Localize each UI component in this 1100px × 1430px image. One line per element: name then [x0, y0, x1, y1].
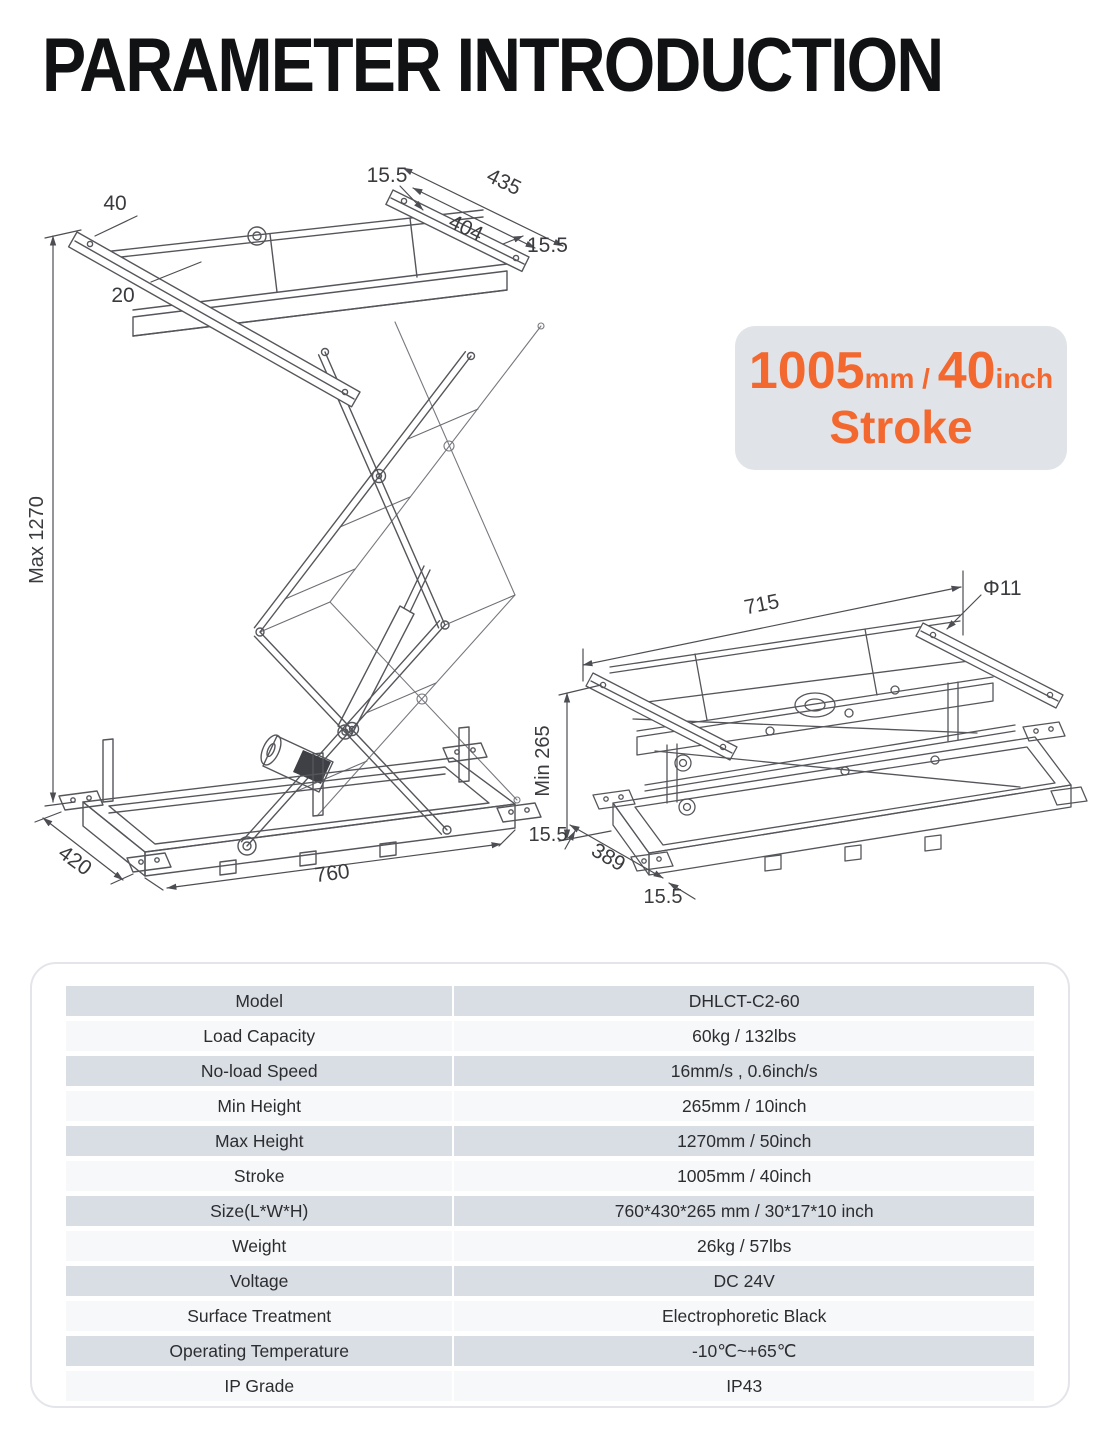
- dim-max-1270: Max 1270: [26, 496, 48, 584]
- spec-row: Max Height 1270mm / 50inch: [66, 1126, 1034, 1156]
- spec-row-value: IP43: [726, 1375, 763, 1396]
- stroke-mm-unit: mm: [864, 363, 915, 395]
- cross-rungs: [259, 408, 516, 792]
- spec-row-value: DHLCT-C2-60: [688, 990, 800, 1011]
- collapsed-top-frame: [585, 614, 1064, 761]
- spec-row-label: Voltage: [66, 1266, 455, 1296]
- spec-row-label: Load Capacity: [66, 1021, 455, 1051]
- stroke-inch-unit: inch: [995, 363, 1054, 395]
- stroke-badge: 1005mm / 40inch Stroke: [735, 326, 1067, 470]
- spec-row: Model DHLCT-C2-60: [66, 986, 1034, 1016]
- dim-760: 760: [313, 860, 351, 887]
- spec-row: Voltage DC 24V: [66, 1266, 1034, 1296]
- spec-row-label: Size(L*W*H): [66, 1196, 455, 1226]
- dim-155-top: 15.5: [367, 164, 408, 187]
- spec-row-value: 60kg / 132lbs: [692, 1025, 797, 1046]
- spec-row-label: IP Grade: [66, 1371, 455, 1401]
- dim-phi-11: Φ11: [983, 577, 1022, 600]
- spec-row: Min Height 265mm / 10inch: [66, 1091, 1034, 1121]
- spec-row-label: Operating Temperature: [66, 1336, 455, 1366]
- spec-row-label: No-load Speed: [66, 1056, 455, 1086]
- page-title: PARAMETER INTRODUCTION: [42, 23, 944, 108]
- spec-row-value: 26kg / 57lbs: [697, 1235, 792, 1256]
- spec-row: Stroke 1005mm / 40inch: [66, 1161, 1034, 1191]
- spec-row-label: Min Height: [66, 1091, 455, 1121]
- dim-20: 20: [111, 284, 134, 307]
- base-frame: [58, 726, 542, 877]
- spec-row-value: 1270mm / 50inch: [677, 1130, 812, 1151]
- stroke-label: Stroke: [829, 401, 973, 454]
- spec-row-value: Electrophoretic Black: [662, 1305, 827, 1326]
- spec-row-value: 16mm/s , 0.6inch/s: [670, 1060, 818, 1081]
- dim-420: 420: [54, 841, 96, 880]
- spec-row: Load Capacity 60kg / 132lbs: [66, 1021, 1034, 1051]
- collapsed-lift-diagram: 715 Φ11 Min 265 15.5 389 15.5: [529, 570, 1088, 908]
- extended-lift-diagram: 15.5 435 404 15.5 40 20 Max 1270 420 760: [26, 164, 568, 891]
- dim-155-left: 15.5: [529, 824, 568, 846]
- spec-row-label: Stroke: [66, 1161, 455, 1191]
- spec-row: Size(L*W*H) 760*430*265 mm / 30*17*10 inc…: [66, 1196, 1034, 1226]
- spec-row: No-load Speed 16mm/s , 0.6inch/s: [66, 1056, 1034, 1086]
- stroke-inch-value: 40: [937, 342, 996, 401]
- dim-min-265: Min 265: [532, 725, 554, 796]
- dimension-lines: [34, 167, 564, 891]
- dim-155-right: 15.5: [527, 234, 568, 257]
- collapsed-dimension-lines: [558, 570, 982, 900]
- far-scissor-arms: [316, 321, 545, 817]
- spec-row: Operating Temperature -10℃~+65℃: [66, 1336, 1034, 1366]
- spec-row: Weight 26kg / 57lbs: [66, 1231, 1034, 1261]
- spec-row: Surface Treatment Electrophoretic Black: [66, 1301, 1034, 1331]
- dim-40: 40: [103, 192, 126, 215]
- dim-389: 389: [587, 839, 629, 876]
- stroke-mm-value: 1005: [748, 342, 865, 401]
- spec-row-value: -10℃~+65℃: [691, 1340, 797, 1361]
- spec-row-value: 1005mm / 40inch: [677, 1165, 812, 1186]
- spec-row-label: Max Height: [66, 1126, 455, 1156]
- spec-row-label: Model: [66, 986, 455, 1016]
- spec-row-label: Weight: [66, 1231, 455, 1261]
- spec-row-value: 265mm / 10inch: [681, 1095, 807, 1116]
- dim-715: 715: [742, 590, 781, 620]
- spec-row-label: Surface Treatment: [66, 1301, 455, 1331]
- spec-row-value: 760*430*265 mm / 30*17*10 inch: [614, 1200, 874, 1221]
- dim-155-bottom: 15.5: [644, 886, 683, 908]
- actuator: [260, 565, 431, 793]
- stroke-values: 1005mm / 40inch: [749, 343, 1053, 399]
- dim-435: 435: [483, 164, 525, 200]
- spec-row-value: DC 24V: [713, 1270, 775, 1291]
- stroke-separator: /: [914, 363, 938, 395]
- spec-row: IP Grade IP43: [66, 1371, 1034, 1401]
